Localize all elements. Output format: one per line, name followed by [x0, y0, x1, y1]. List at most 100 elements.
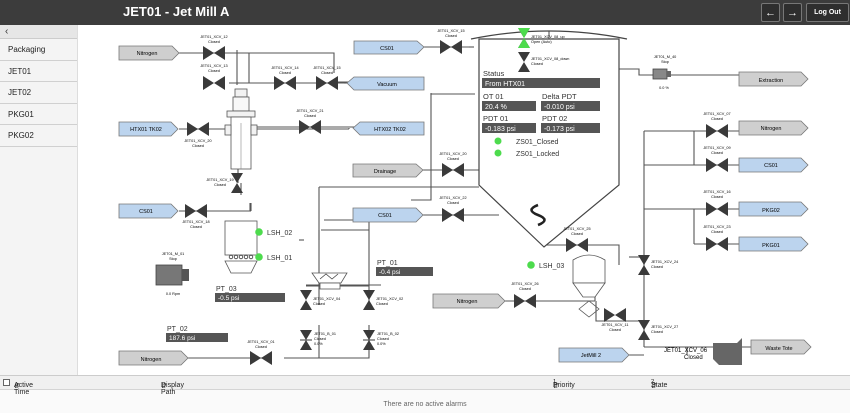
valve-xcv15a-name: JET01_XCV_15 — [313, 66, 340, 70]
valve-xcv11[interactable] — [604, 308, 626, 322]
valve-xcv08up-state: Open (Auto) — [531, 40, 552, 44]
valve-xcv16-name: JET01_XCV_16 — [703, 190, 730, 194]
app-header: JET01 - Jet Mill A ← → Log Out — [0, 0, 850, 25]
valve-xcv15a-state: Closed — [321, 71, 333, 75]
forward-button[interactable]: → — [783, 3, 802, 22]
col-state[interactable]: State ⇵ 2 — [651, 379, 667, 390]
valve-xcv13-state: Closed — [208, 69, 220, 73]
valve-xcv09[interactable] — [706, 158, 728, 172]
source-htx01[interactable]: HTX01 TK02 — [130, 127, 162, 133]
motor-m01[interactable]: JET01_M_01 Stop 0.0 Rpm — [155, 252, 189, 296]
valve-xcv04[interactable] — [300, 290, 312, 310]
source-cs01-right[interactable]: CS01 — [764, 163, 778, 169]
source-cs01-left[interactable]: CS01 — [139, 209, 153, 215]
valve-xcv20[interactable] — [187, 122, 209, 136]
valve-xcv06-name: JET01_XCV_06 — [664, 348, 708, 354]
valve-xcv15b-state: Closed — [445, 34, 457, 38]
sidebar-item-pkg02[interactable]: PKG02 — [0, 125, 77, 147]
source-pkg02[interactable]: PKG02 — [762, 208, 780, 214]
valve-xcv14[interactable] — [274, 76, 296, 90]
jet-mill-vessel — [478, 38, 620, 248]
screw-feeder-icon — [530, 203, 546, 227]
zs01-locked-indicator — [494, 149, 502, 157]
col-priority-label: Priority — [553, 382, 575, 389]
valve-xcv23[interactable] — [706, 237, 728, 251]
process-diagram: Nitrogen CS01 Vacuum HTX01 TK02 HTX02 TK… — [118, 28, 812, 366]
alarm-empty-message: There are no active alarms — [383, 401, 467, 408]
source-nitrogen-mid[interactable]: Nitrogen — [457, 299, 478, 305]
source-nitrogen-top[interactable]: Nitrogen — [137, 51, 158, 57]
sidebar-collapse-button[interactable]: ‹ — [0, 25, 77, 39]
select-all-checkbox[interactable] — [3, 379, 10, 386]
valve-xcv26[interactable] — [514, 294, 536, 308]
source-cs01-mid[interactable]: CS01 — [378, 213, 392, 219]
valve-xcv02[interactable] — [363, 290, 375, 310]
priority-sort-order: 1 — [553, 379, 557, 385]
source-cs01-top[interactable]: CS01 — [380, 46, 394, 52]
valve-xcv20b[interactable] — [442, 163, 464, 177]
source-vacuum[interactable]: Vacuum — [377, 82, 397, 88]
pipes — [165, 46, 759, 359]
valve-xcv12[interactable] — [203, 46, 225, 60]
valve-xcv08down-state: Closed — [531, 62, 543, 66]
zs01-closed-label: ZS01_Closed — [516, 139, 559, 146]
source-pkg01[interactable]: PKG01 — [762, 243, 780, 249]
valve-xcv25-state: Closed — [571, 232, 583, 236]
motor-m40-state: Stop — [661, 60, 669, 64]
back-button[interactable]: ← — [761, 3, 780, 22]
valve-xcv24[interactable] — [638, 255, 650, 275]
pdt01-label: PDT 01 — [483, 114, 508, 123]
source-nitrogen-bottom[interactable]: Nitrogen — [141, 357, 162, 363]
pdt01-value: -0.183 psi — [485, 126, 516, 133]
valve-xcv25[interactable] — [566, 238, 588, 252]
pt03-value: -0.5 psi — [218, 295, 239, 302]
col-priority[interactable]: Priority ⇵ 1 — [553, 379, 575, 390]
valve-xcv27[interactable] — [638, 320, 650, 340]
valve-b02-state: Closed — [377, 337, 389, 341]
col-active-time-label: Active Time — [14, 382, 34, 396]
valve-xcv15b[interactable] — [440, 40, 462, 54]
sort-arrows-icon: ⇵ — [161, 383, 167, 390]
valve-xcv22[interactable] — [442, 208, 464, 222]
valve-xcv20b-name: JET01_XCV_20 — [439, 152, 466, 156]
valve-xcv01[interactable] — [250, 351, 272, 365]
sidebar-item-jet02[interactable]: JET02 — [0, 82, 77, 104]
sidebar-item-packaging[interactable]: Packaging — [0, 39, 77, 61]
valves: JET01_XCV_12 Closed JET01_XCV_13 Closed … — [182, 28, 731, 365]
source-waste-tote[interactable]: Waste Tote — [765, 346, 792, 352]
valve-b01-state: Closed — [314, 337, 326, 341]
valve-xcv21[interactable] — [299, 120, 321, 134]
source-nitrogen-right[interactable]: Nitrogen — [761, 126, 782, 132]
arrow-left-icon: ← — [765, 6, 776, 19]
source-drainage[interactable]: Drainage — [374, 169, 396, 175]
logout-button[interactable]: Log Out — [806, 3, 849, 22]
valve-xcv18[interactable] — [185, 204, 207, 218]
col-state-label: State — [651, 382, 668, 389]
source-jetmill2[interactable]: JetMill 2 — [581, 353, 601, 359]
valve-xcv13[interactable] — [203, 76, 225, 90]
source-extraction[interactable]: Extraction — [759, 78, 783, 84]
zs01-closed-indicator — [494, 137, 502, 145]
sort-arrows-icon: ⇵ — [553, 383, 559, 390]
valve-xcv07[interactable] — [706, 124, 728, 138]
valve-xcv26-name: JET01_XCV_26 — [511, 282, 538, 286]
source-htx02[interactable]: HTX02 TK02 — [374, 127, 406, 133]
valve-b01-value: 0.0% — [314, 342, 323, 346]
valve-xcv16[interactable] — [706, 202, 728, 216]
valve-xcv26-state: Closed — [519, 287, 531, 291]
motor-m40-name: JET01_M_40 — [654, 55, 677, 59]
motor-m01-value: 0.0 Rpm — [166, 292, 180, 296]
valve-xcv22-state: Closed — [447, 201, 459, 205]
valve-xcv23-state: Closed — [711, 230, 723, 234]
source-boxes: Nitrogen CS01 Vacuum HTX01 TK02 HTX02 TK… — [118, 40, 812, 366]
sidebar-item-pkg01[interactable]: PKG01 — [0, 104, 77, 125]
valve-xcv15a[interactable] — [316, 76, 338, 90]
sidebar-item-jet01[interactable]: JET01 — [0, 61, 77, 82]
motor-m40[interactable]: JET01_M_40 Stop 0.0 % — [652, 55, 677, 90]
sensors: LSH_02 LSH_01 LSH_03 PT_01 -0.4 psi PT_0… — [166, 228, 564, 342]
motor-m01-state: Stop — [169, 257, 177, 261]
valve-xcv12-state: Closed — [208, 40, 220, 44]
pt01-value: -0.4 psi — [379, 269, 400, 276]
valve-b02-name: JET01_B_02 — [377, 332, 399, 336]
valve-xcv08up-name: JET01_XCV_08_up — [531, 35, 565, 39]
